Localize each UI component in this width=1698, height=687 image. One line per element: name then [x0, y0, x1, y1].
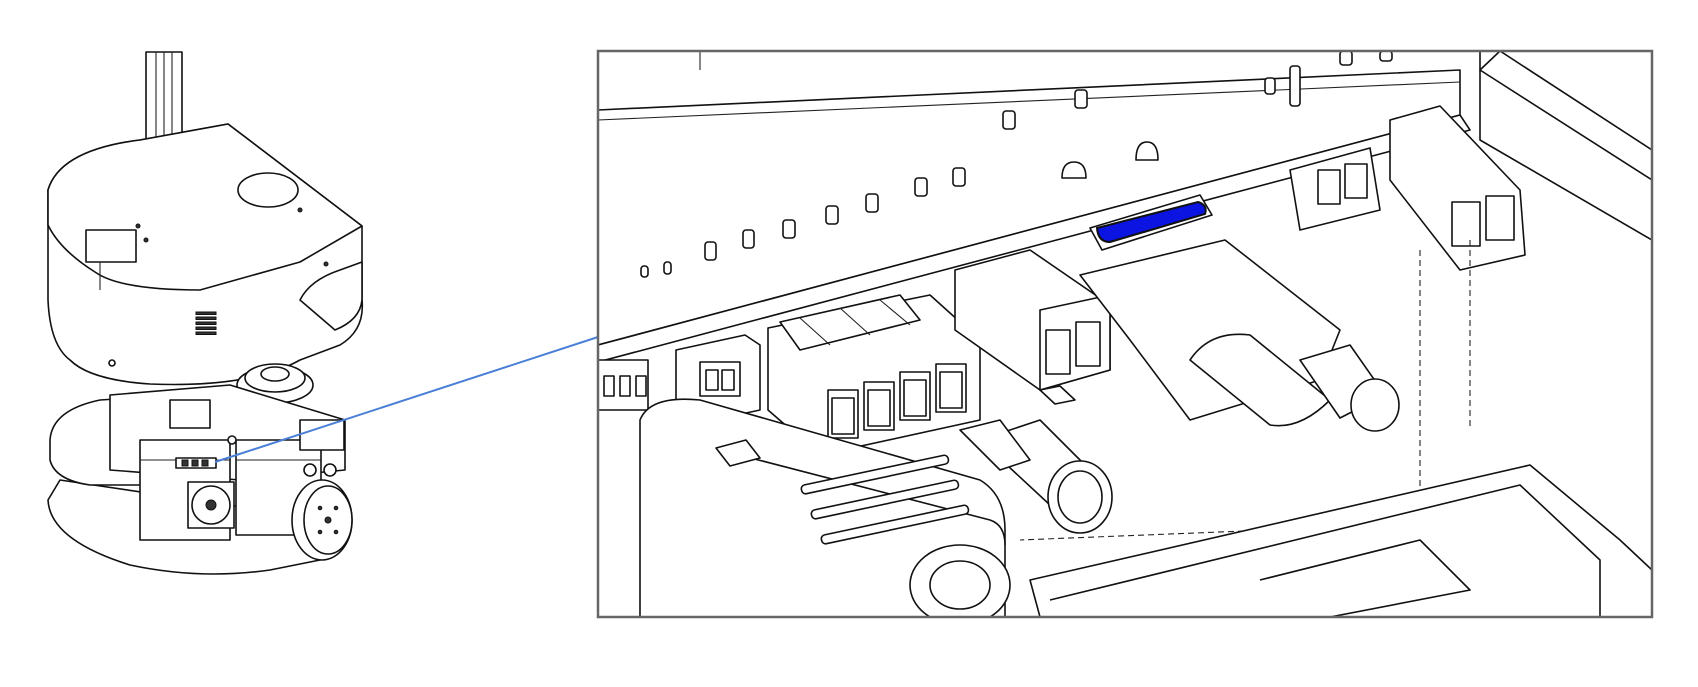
drive-wheel — [291, 479, 353, 561]
power-plug — [639, 398, 1011, 617]
robot-upper-shell — [47, 123, 364, 386]
highlight-marker — [1095, 200, 1207, 244]
fan-icon — [187, 481, 235, 529]
connector-right — [1289, 105, 1526, 271]
led-row — [640, 51, 1393, 278]
connector-block — [767, 294, 981, 456]
connector-small — [675, 334, 761, 426]
db-cable — [1079, 239, 1400, 432]
cable-end — [959, 419, 1113, 534]
connector-white — [954, 249, 1111, 405]
bottom-bracket — [1029, 464, 1652, 617]
robot-overview — [47, 51, 364, 575]
robot-turntable — [236, 363, 314, 404]
zoom-inset — [596, 49, 1654, 619]
highlighted-port — [1089, 194, 1213, 251]
robot-base — [47, 384, 353, 575]
vent-grille — [195, 311, 217, 335]
zoom-leader-line — [214, 336, 599, 463]
zoom-inset-border — [596, 49, 1654, 619]
inset-detail-drawing — [598, 51, 1652, 617]
